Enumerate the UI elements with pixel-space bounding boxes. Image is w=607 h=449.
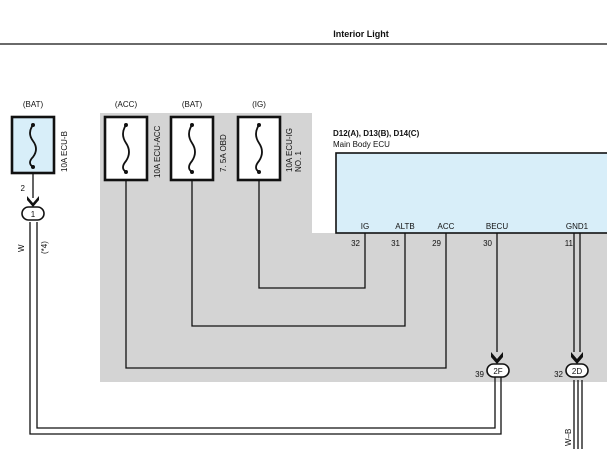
- connector-oval: [565, 363, 589, 378]
- fuse-ecu-b: (BAT) 10A ECU-B 2: [10, 100, 69, 193]
- connector-id: 1: [31, 210, 36, 219]
- fuse-label: 10A ECU-ACC: [153, 125, 162, 178]
- connector-pin-number: 32: [554, 370, 563, 379]
- connector-chevron-icon: [27, 196, 39, 207]
- connector-1: 1: [21, 196, 45, 221]
- wire-obd: [191, 180, 406, 327]
- ecu-pin-label-gnd1: GND1: [566, 222, 589, 231]
- main-body-ecu-box: [335, 152, 607, 234]
- fuse-box: [103, 115, 149, 182]
- wires: [29, 173, 583, 449]
- ecu-pin-label-ig: IG: [361, 222, 369, 231]
- fuse-label: 7. 5A OBD: [219, 134, 228, 172]
- connector-2d: 2D 32: [554, 352, 589, 379]
- fuse-power-source: (ACC): [115, 100, 138, 109]
- ecu-pin-label-altb: ALTB: [395, 222, 414, 231]
- junction-block-area: [100, 113, 607, 382]
- ecu-name: Main Body ECU: [333, 140, 390, 149]
- fuse-pin-number: 2: [21, 184, 26, 193]
- page-title: Interior Light: [333, 29, 389, 39]
- wire-color-label-right: W–B: [564, 429, 573, 446]
- ecu-pin-number-acc: 29: [432, 239, 441, 248]
- connector-2f: 2F 39: [475, 352, 510, 379]
- wire-ig: [258, 180, 366, 289]
- fuse-ecu-acc: (ACC) 10A ECU-ACC: [103, 100, 162, 182]
- connector-pin-number: 39: [475, 370, 484, 379]
- fuse-power-source: (BAT): [23, 100, 44, 109]
- fuse-power-source: (IG): [252, 100, 266, 109]
- connector-chevron-icon: [571, 352, 583, 364]
- ecu-pin-number-altb: 31: [391, 239, 400, 248]
- wire-note-left: (*4): [40, 241, 49, 254]
- wire-color-label-left: W: [17, 244, 26, 252]
- fuse-power-source: (BAT): [182, 100, 203, 109]
- fuse-obd: (BAT) 7. 5A OBD: [169, 100, 228, 182]
- connector-oval: [21, 206, 45, 221]
- fuse-box: [169, 115, 215, 182]
- fuse-label: 10A ECU-IG: [285, 128, 294, 172]
- ecu-pin-number-gnd1: 11: [565, 239, 574, 248]
- ecu-pin-number-ig: 32: [351, 239, 360, 248]
- ecu-pin-label-acc: ACC: [438, 222, 455, 231]
- fuse-element-icon: [29, 124, 37, 168]
- ecu-pin-label-becu: BECU: [486, 222, 508, 231]
- fuse-label-line2: NO. 1: [294, 151, 303, 172]
- wire-acc: [125, 180, 447, 369]
- fuse-element-icon: [255, 124, 263, 173]
- fuse-ecu-ig-no1: (IG) 10A ECU-IG NO. 1: [236, 100, 303, 182]
- fuse-element-icon: [188, 124, 196, 173]
- wire-w-outer: [29, 222, 502, 435]
- connector-id: 2F: [493, 367, 502, 376]
- fuse-box: [236, 115, 282, 182]
- connector-chevron-icon: [491, 352, 503, 364]
- ecu-connector-codes: D12(A), D13(B), D14(C): [333, 129, 420, 138]
- fuse-element-icon: [122, 124, 130, 173]
- connector-oval: [486, 363, 510, 378]
- connector-id: 2D: [572, 367, 582, 376]
- wire-w-inner: [36, 222, 496, 429]
- ecu-pin-number-becu: 30: [483, 239, 492, 248]
- fuse-label: 10A ECU-B: [60, 131, 69, 172]
